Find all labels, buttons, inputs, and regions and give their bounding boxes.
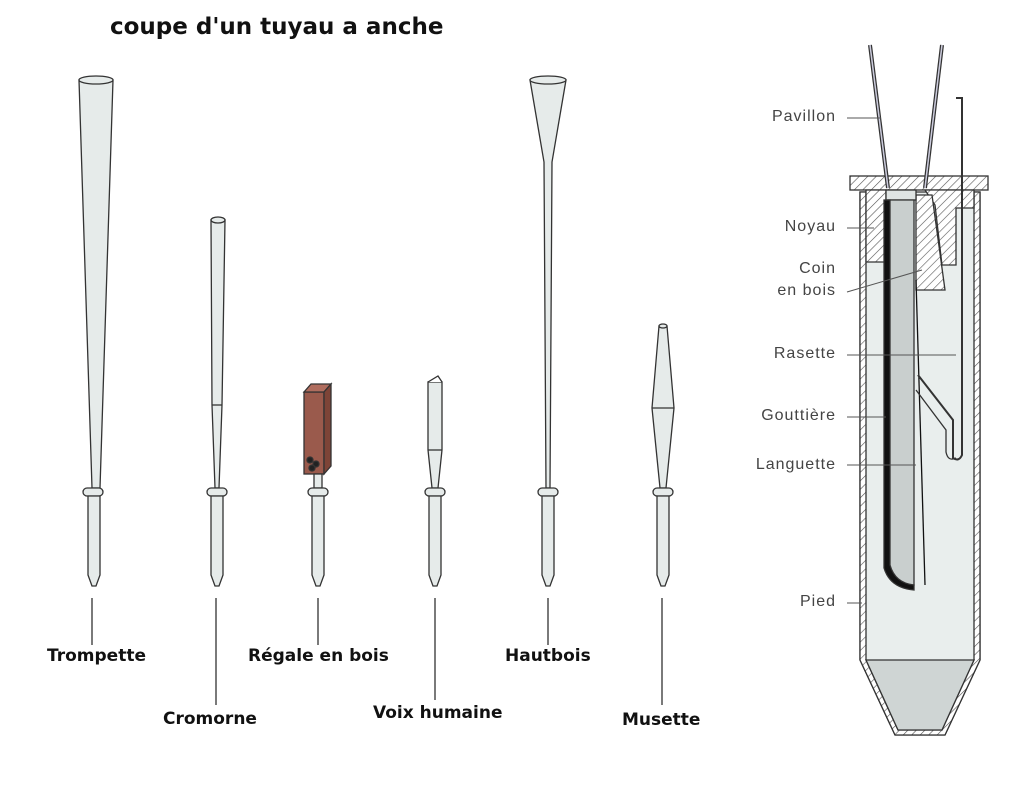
label-voix-humaine: Voix humaine [373,703,503,723]
label-pavillon: Pavillon [771,108,836,125]
label-rasette: Rasette [773,345,836,362]
label-musette: Musette [622,710,701,730]
leader-lines [846,117,956,604]
label-cromorne: Cromorne [163,709,257,729]
trompette-pipe [78,75,114,645]
label-coin: Coin [799,260,836,277]
hautbois-pipe [529,75,567,645]
label-noyau: Noyau [784,218,836,235]
label-hautbois: Hautbois [505,646,591,666]
label-en-bois: en bois [777,282,836,299]
musette-pipe [651,323,675,705]
voix-humaine-pipe [424,375,446,700]
diagram-title: coupe d'un tuyau a anche [110,14,444,40]
cromorne-pipe [206,216,228,705]
label-regale-en-bois: Régale en bois [248,646,389,666]
reed-pipe-section [846,44,989,736]
label-gouttiere: Gouttière [761,407,836,424]
regale-pipe [302,382,333,645]
label-trompette: Trompette [47,646,146,666]
label-languette: Languette [755,456,836,473]
label-pied: Pied [799,593,836,610]
